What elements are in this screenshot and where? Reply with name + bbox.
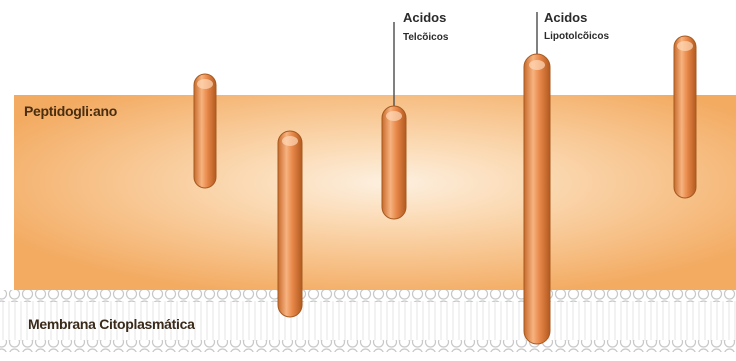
- teichoic-label-line2: Telcõicos: [403, 32, 448, 43]
- peptidoglycan-label: Peptidogli:ano: [24, 103, 117, 119]
- lipoteichoic-acid-rod-1: [278, 131, 302, 317]
- lipoteichoic-acid-rod-2: [524, 54, 550, 344]
- membrane-top-leaflet: [0, 290, 736, 302]
- teichoic-acid-rod-1: [194, 74, 216, 188]
- teichoic-acid-rod-3: [674, 36, 696, 198]
- membrane-label: Membrana Citoplasmática: [28, 316, 195, 332]
- peptidoglycan-layer: [14, 95, 736, 290]
- lipoteichoic-label-line1: Acidos: [544, 10, 587, 25]
- lipoteichoic-label-line2: Lipotolcõicos: [544, 31, 609, 42]
- teichoic-acid-rod-2: [382, 106, 406, 219]
- membrane-bottom-leaflet: [0, 340, 736, 352]
- teichoic-label-line1: Acidos: [403, 10, 446, 25]
